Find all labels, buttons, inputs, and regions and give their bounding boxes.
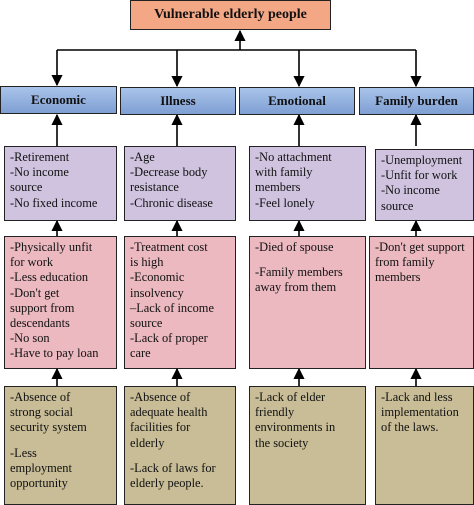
box-line: environments in xyxy=(255,420,336,435)
box-line: strong social xyxy=(10,405,73,420)
box-line: -Decrease body xyxy=(130,165,208,180)
box-line xyxy=(10,436,111,446)
box-line: -No attachment xyxy=(255,150,332,164)
box-line: resistance xyxy=(130,180,179,195)
box-line: -Less education xyxy=(10,270,89,285)
box-line: elderly people. xyxy=(130,476,204,491)
box-line: members xyxy=(375,270,421,285)
box-line: -Family members xyxy=(255,265,343,280)
box-line: -Physically unfit xyxy=(10,240,93,254)
box-line: from family xyxy=(375,255,435,270)
box-line: -Don't get xyxy=(10,285,60,300)
box-line: -Lack of laws for xyxy=(130,460,216,475)
box-line: source xyxy=(130,316,163,331)
box-line: security system xyxy=(10,420,87,435)
box-line: -No fixed income xyxy=(10,195,98,210)
box-line: -Died of spouse xyxy=(255,240,334,254)
category-economic: Economic xyxy=(0,86,117,114)
box-line: -Unfit for work xyxy=(381,168,458,183)
diagram-title: Vulnerable elderly people xyxy=(130,0,331,30)
box-line: the society xyxy=(255,435,309,450)
box-line: implementation xyxy=(381,405,459,420)
box-line: friendly xyxy=(255,405,295,420)
box-line: -Chronic disease xyxy=(130,195,213,210)
box-line: -Age xyxy=(130,150,155,164)
box-line: members xyxy=(255,180,301,195)
box-line: -Retirement xyxy=(10,150,70,164)
box-line: for work xyxy=(10,255,54,270)
box-line: source xyxy=(381,198,414,213)
box-line: adequate health xyxy=(130,405,208,420)
box-line: insolvency xyxy=(130,285,184,300)
box-line xyxy=(255,255,360,265)
box-line: -Lack of elder xyxy=(255,390,326,404)
box-line: elderly xyxy=(130,435,165,450)
box-line: -Absence of xyxy=(10,390,71,404)
box-line: with family xyxy=(255,165,313,180)
box-line: of the laws. xyxy=(381,420,439,435)
box-line: -Treatment cost xyxy=(130,240,208,254)
box-line: -No income xyxy=(381,183,440,198)
box-line: source xyxy=(10,180,43,195)
box-line: -Absence of xyxy=(130,390,191,404)
category-family-burden: Family burden xyxy=(359,87,474,115)
box-line: -Feel lonely xyxy=(255,195,315,210)
box-line: is high xyxy=(130,255,164,270)
box-line: -Less xyxy=(10,445,37,460)
box-line: -No income xyxy=(10,165,69,180)
category-illness: Illness xyxy=(120,87,236,115)
box-line: -Don't get support xyxy=(375,240,465,254)
box-line: descendants xyxy=(10,316,70,331)
box-line: away from them xyxy=(255,280,337,295)
box-line: –Lack of income xyxy=(130,300,214,315)
category-emotional: Emotional xyxy=(239,87,355,115)
box-line: -Have to pay loan xyxy=(10,346,99,361)
box-line: -Economic xyxy=(130,270,185,285)
box-line: care xyxy=(130,346,151,361)
box-line: opportunity xyxy=(10,476,68,491)
box-line: facilities for xyxy=(130,420,191,435)
box-line: -Lack and less xyxy=(381,390,453,404)
box-line: support from xyxy=(10,300,75,315)
box-line: employment xyxy=(10,460,72,475)
box-line xyxy=(130,451,230,461)
box-line: -Unemployment xyxy=(381,153,463,167)
box-line: -No son xyxy=(10,331,50,346)
box-line: -Lack of proper xyxy=(130,331,208,346)
